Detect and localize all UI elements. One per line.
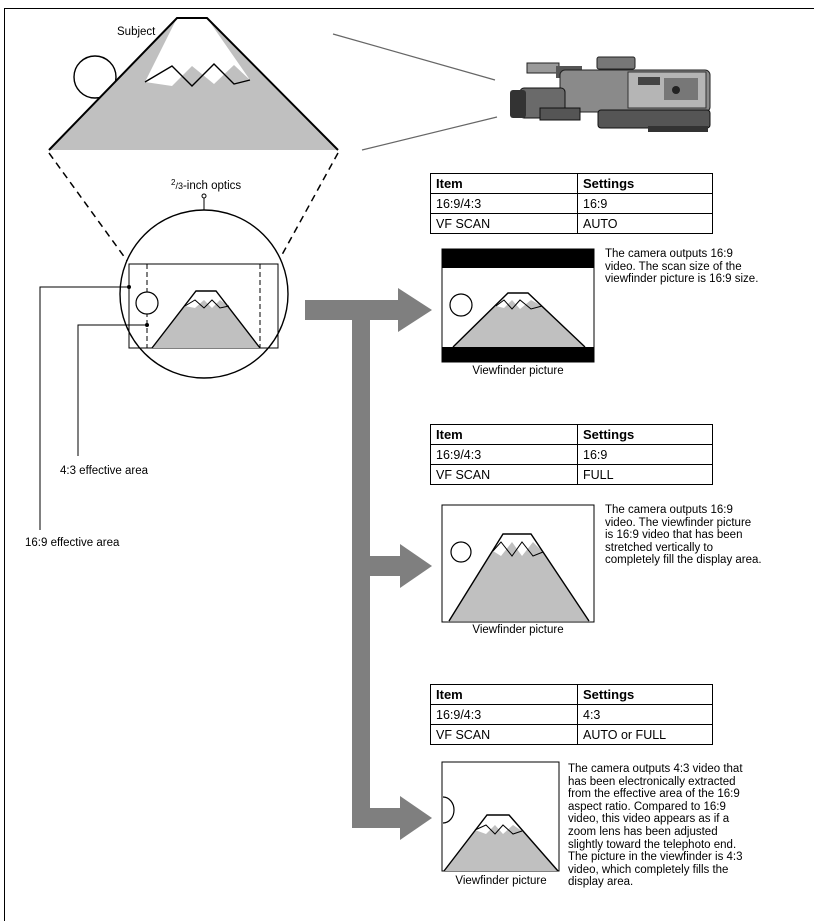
subject-sun <box>73 55 117 99</box>
page-frame <box>4 8 814 921</box>
row-item: 16:9/4:3 <box>430 193 578 214</box>
cone-right <box>277 152 339 263</box>
row-value: 16:9 <box>577 444 713 465</box>
cone-left <box>48 152 129 263</box>
viewfinder-3 <box>441 761 560 872</box>
leader-169 <box>39 286 129 530</box>
row-item: VF SCAN <box>430 213 578 234</box>
caption-2: Viewfinder picture <box>472 624 564 636</box>
header-item: Item <box>430 173 578 194</box>
caption-1: Viewfinder picture <box>472 365 564 377</box>
row-value: FULL <box>577 464 713 485</box>
subject-label: Subject <box>117 26 156 38</box>
optics-label-num: 2 <box>171 178 176 187</box>
header-settings: Settings <box>577 684 713 705</box>
subject-snowcap <box>145 18 250 86</box>
row-value: AUTO or FULL <box>577 724 713 745</box>
row-item: VF SCAN <box>430 724 578 745</box>
subject-snowline <box>144 63 251 87</box>
row-item: VF SCAN <box>430 464 578 485</box>
header-settings: Settings <box>577 424 713 445</box>
gray-arrows <box>305 288 432 840</box>
caption-3: Viewfinder picture <box>455 875 547 887</box>
header-settings: Settings <box>577 173 713 194</box>
row-item: 16:9/4:3 <box>430 444 578 465</box>
header-item: Item <box>430 684 578 705</box>
row-value: 16:9 <box>577 193 713 214</box>
description-2: The camera outputs 16:9 video. The viewf… <box>605 504 762 567</box>
viewfinder-2 <box>441 504 595 623</box>
optics-label: 2/3-inch optics <box>171 176 241 193</box>
row-value: AUTO <box>577 213 713 234</box>
row-value: 4:3 <box>577 704 713 725</box>
subject-mountain-outline <box>48 17 339 151</box>
header-item: Item <box>430 424 578 445</box>
row-item: 16:9/4:3 <box>430 704 578 725</box>
area-43-label: 4:3 effective area <box>60 465 149 477</box>
viewfinder-1 <box>441 248 595 363</box>
area-169-label: 16:9 effective area <box>25 537 120 549</box>
description-3: The camera outputs 4:3 video that has be… <box>568 763 743 889</box>
view-line-bottom <box>361 116 498 151</box>
leader-43 <box>77 324 147 456</box>
view-line-top <box>332 33 496 81</box>
camera-illustration <box>510 56 711 132</box>
description-1: The camera outputs 16:9 video. The scan … <box>605 248 759 286</box>
optics-label-rest: -inch optics <box>182 180 242 192</box>
optics-label-den: /3 <box>175 181 183 191</box>
